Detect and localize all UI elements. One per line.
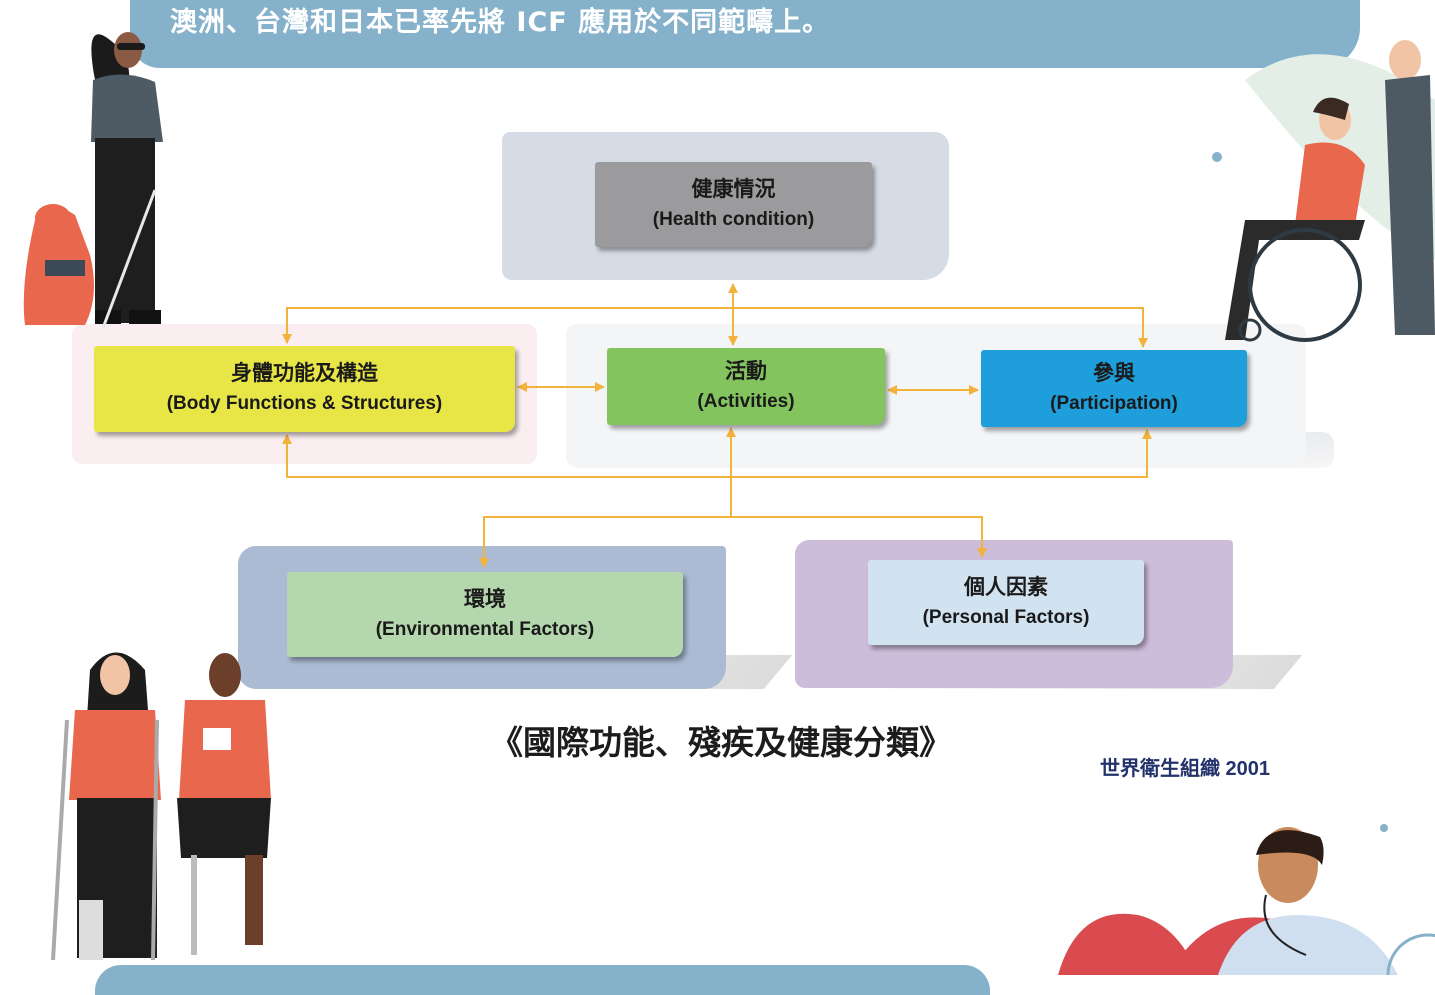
bottom-bus bbox=[282, 429, 1152, 478]
activities-zh: 活動 bbox=[725, 359, 767, 383]
wheelchair-user-illustration bbox=[1212, 40, 1435, 342]
personal-factors-zh: 個人因素 bbox=[964, 575, 1048, 599]
personal-factors-en: (Personal Factors) bbox=[922, 606, 1090, 628]
context-bus-right bbox=[731, 516, 987, 558]
personal-factors-box: 個人因素 (Personal Factors) bbox=[868, 560, 1144, 645]
activities-box: 活動 (Activities) bbox=[607, 348, 885, 425]
health-condition-zh: 健康情況 bbox=[691, 177, 776, 201]
source-credit: 世界衛生組織 2001 bbox=[1100, 758, 1271, 780]
participation-box: 參與 (Participation) bbox=[981, 350, 1247, 427]
doctor-illustration bbox=[1058, 824, 1435, 975]
banner-text: 澳洲、台灣和日本已率先將 ICF 應用於不同範疇上。 bbox=[170, 7, 831, 38]
environmental-factors-en: (Environmental Factors) bbox=[375, 618, 595, 640]
participation-zh: 參與 bbox=[1093, 361, 1135, 385]
top-bus-left bbox=[282, 307, 733, 344]
woman-with-guide-dog-illustration bbox=[23, 32, 163, 329]
health-condition-en: (Health condition) bbox=[652, 208, 815, 230]
context-bus-left bbox=[479, 516, 731, 568]
participation-en: (Participation) bbox=[1050, 392, 1178, 414]
top-bus-right bbox=[733, 307, 1148, 348]
body-functions-box: 身體功能及構造 (Body Functions & Structures) bbox=[94, 346, 515, 432]
top-banner bbox=[130, 0, 1360, 68]
body-functions-zh: 身體功能及構造 bbox=[231, 362, 378, 385]
body-functions-en: (Body Functions & Structures) bbox=[166, 393, 443, 414]
connector-lines bbox=[282, 283, 1152, 568]
health-condition-box: 健康情況 (Health condition) bbox=[595, 162, 872, 247]
bottom-banner bbox=[95, 965, 990, 995]
environmental-factors-zh: 環境 bbox=[464, 587, 506, 611]
diagram-caption: 《國際功能、殘疾及健康分類》 bbox=[490, 723, 952, 762]
environmental-factors-box: 環境 (Environmental Factors) bbox=[287, 572, 683, 657]
activities-en: (Activities) bbox=[697, 390, 795, 412]
crutches-and-prosthesis-illustration bbox=[51, 652, 271, 961]
